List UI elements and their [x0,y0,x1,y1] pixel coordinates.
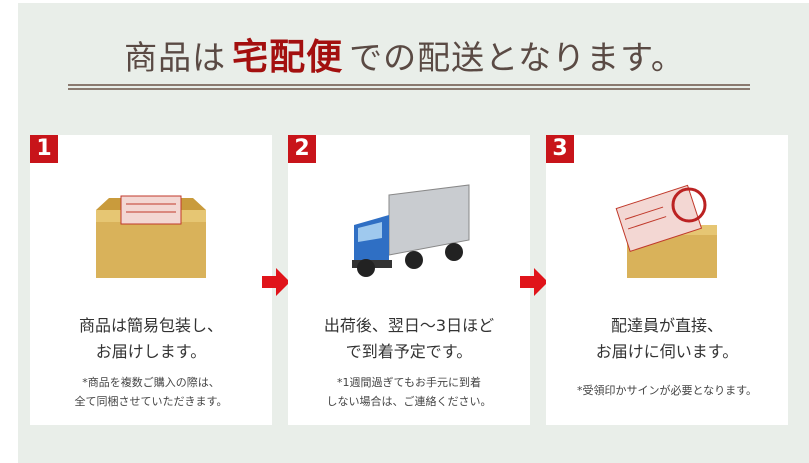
step-note-line1: *商品を複数ご購入の際は、 [82,376,220,389]
step-number: 1 [30,135,58,163]
stamped-slip-box-icon [607,180,727,284]
step-text-line2: お届けします。 [95,342,207,361]
title-prefix: 商品は [124,38,227,77]
delivery-truck-icon [344,180,474,284]
title-divider [68,84,750,90]
step-number: 3 [546,135,574,163]
step-note-line1: *受領印かサインが必要となります。 [576,384,758,397]
step-note-line2: しない場合は、ご連絡ください。 [326,395,492,408]
step-card-3: 3 配達員が直接、お届けに伺います。 *受領印かサインが必要となります。 [546,135,788,425]
title-highlight: 宅配便 [232,36,344,78]
page-title: 商品は宅配便での配送となります。 [0,28,809,80]
cardboard-box-icon [91,180,211,284]
step-text-line1: 出荷後、翌日～3日ほど [323,316,495,335]
title-suffix: での配送となります。 [349,38,685,77]
step-text-line2: お届けに伺います。 [595,342,739,361]
step-note-line2: 全て同梱させていただきます。 [74,395,228,408]
step-card-2: 2 出荷後、翌日～3日ほどで到着予定です。 *1週間過ぎてもお手元に到着しない場… [288,135,530,425]
step-number: 2 [288,135,316,163]
step-card-1: 1 商品は簡易包装し、お届けします。 *商品を複数ご購入の際は、全て同梱させてい… [30,135,272,425]
step-text-line1: 商品は簡易包装し、 [78,316,223,335]
step-text-line1: 配達員が直接、 [610,316,723,335]
step-text-line2: で到着予定です。 [345,342,473,361]
step-note-line1: *1週間過ぎてもお手元に到着 [337,376,481,389]
